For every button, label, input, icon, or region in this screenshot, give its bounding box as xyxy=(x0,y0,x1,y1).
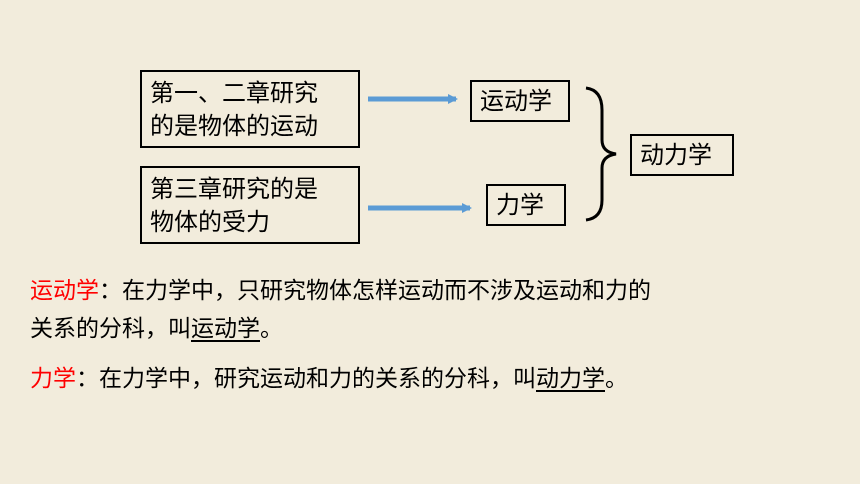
definition-kinematics-end: 。 xyxy=(260,316,283,342)
brace xyxy=(585,86,617,222)
term-statics: 力学 xyxy=(30,366,76,392)
box-chapter-1-2-line2: 的是物体的运动 xyxy=(150,112,318,140)
definition-statics-end: 。 xyxy=(605,366,628,392)
definition-statics: 力学：在力学中，研究运动和力的关系的分科，叫动力学。 xyxy=(30,360,628,398)
definition-statics-body: ：在力学中，研究运动和力的关系的分科，叫 xyxy=(76,366,536,392)
box-kinematics: 运动学 xyxy=(470,80,570,122)
term-kinematics: 运动学 xyxy=(30,278,99,304)
definition-kinematics-answer: 运动学 xyxy=(191,316,260,342)
box-chapter-3-line2: 物体的受力 xyxy=(150,208,270,236)
box-chapter-3: 第三章研究的是 物体的受力 xyxy=(140,166,360,244)
definition-kinematics-line1: ：在力学中，只研究物体怎样运动而不涉及运动和力的 xyxy=(99,278,651,304)
box-statics: 力学 xyxy=(486,184,566,226)
box-dynamics: 动力学 xyxy=(630,134,734,176)
box-chapter-3-line1: 第三章研究的是 xyxy=(150,175,318,203)
definition-statics-answer: 动力学 xyxy=(536,366,605,392)
box-chapter-1-2-line1: 第一、二章研究 xyxy=(150,79,318,107)
box-chapter-1-2: 第一、二章研究 的是物体的运动 xyxy=(140,70,360,148)
definition-kinematics: 运动学：在力学中，只研究物体怎样运动而不涉及运动和力的 关系的分科，叫运动学。 xyxy=(30,272,651,348)
definition-kinematics-line2: 关系的分科，叫 xyxy=(30,316,191,342)
